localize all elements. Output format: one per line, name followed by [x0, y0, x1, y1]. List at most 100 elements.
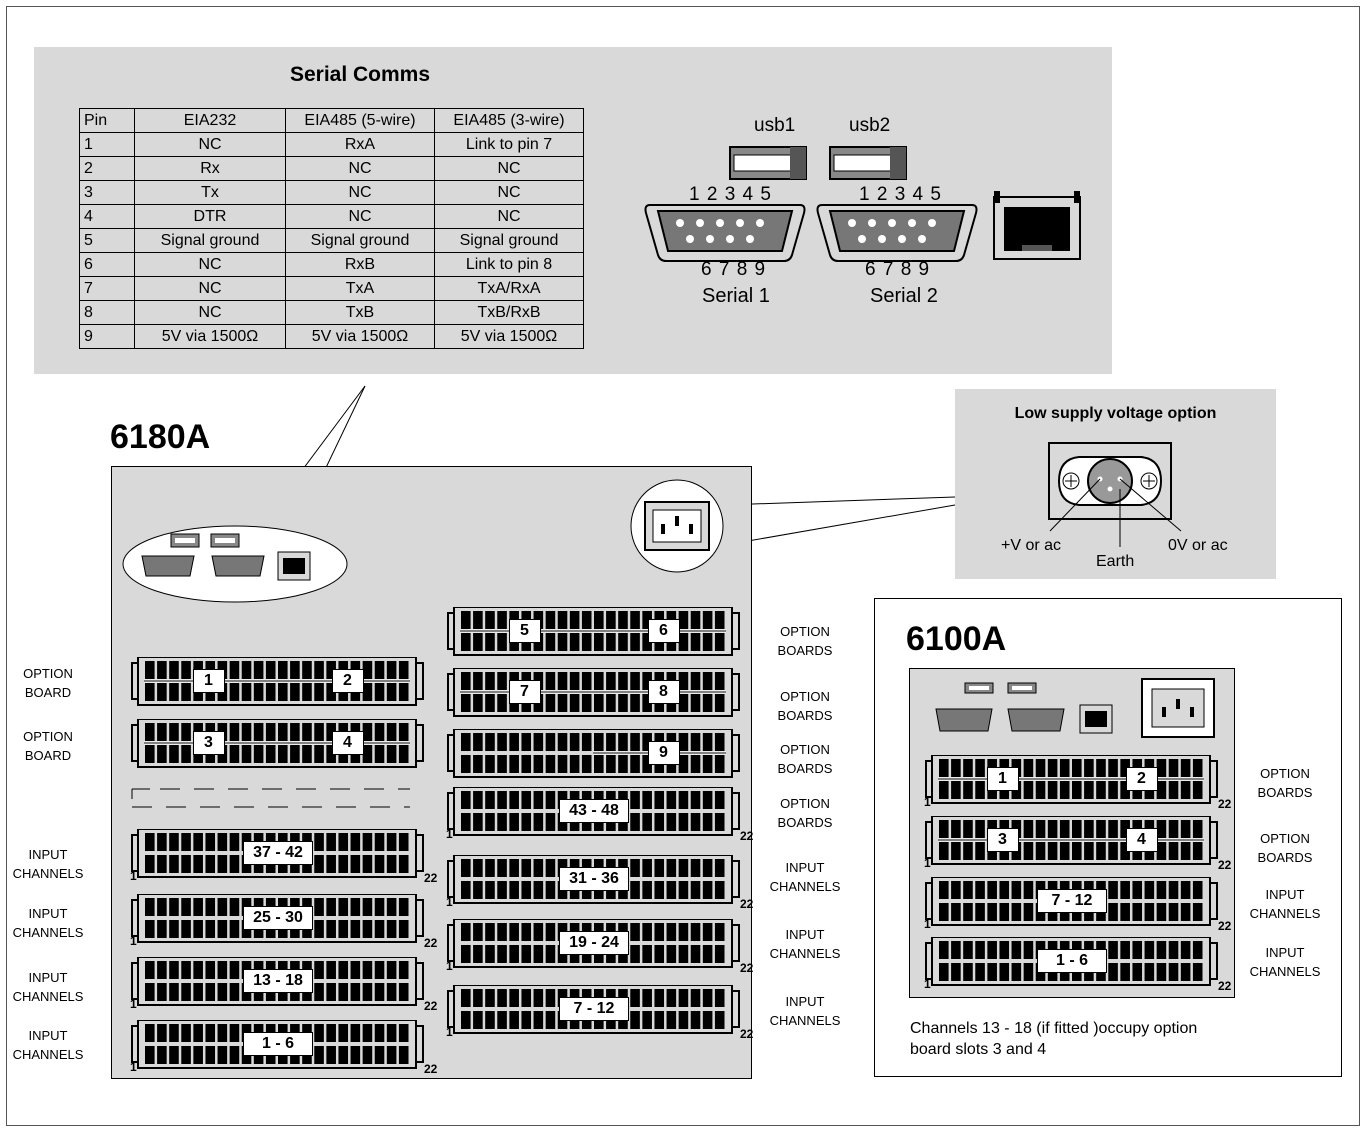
connector-pin: [939, 820, 949, 838]
connector-pin: [678, 791, 689, 809]
connector-pin: [386, 661, 397, 679]
connector-pin: [1120, 781, 1130, 799]
connector-pin: [1168, 963, 1179, 981]
connector-pin: [509, 945, 519, 963]
connector-pin: [606, 672, 616, 690]
pin-table-cell: NC: [134, 132, 286, 157]
low-supply-title: Low supply voltage option: [1014, 405, 1217, 422]
connector-pin: [314, 833, 324, 851]
connector-pin: [557, 694, 568, 712]
slot-type-label: INPUT CHANNELS: [769, 860, 841, 894]
first-pin-number: 1: [446, 1025, 453, 1039]
connector-pin: [975, 759, 985, 777]
connector-pin: [145, 833, 155, 851]
connector-bracket: [131, 724, 138, 762]
connector-pin: [374, 745, 385, 763]
connector-pin: [594, 633, 604, 651]
connector-pin: [181, 1024, 191, 1042]
connector-pin: [253, 661, 264, 679]
connector-pin: [1120, 881, 1130, 899]
connector-pin: [326, 661, 336, 679]
slot-number-label: 4: [1125, 828, 1158, 852]
connector-pin: [229, 833, 240, 851]
connector-pin: [521, 989, 532, 1007]
connector-pin: [485, 989, 495, 1007]
last-pin-number: 22: [424, 999, 438, 1013]
pin-table-cell: NC: [134, 252, 286, 277]
connector-pin: [374, 1046, 385, 1064]
connector-pin: [939, 759, 949, 777]
connector-pin: [714, 945, 725, 963]
connector-pin: [642, 672, 652, 690]
connector-pin: [702, 694, 713, 712]
connector-pin: [690, 859, 701, 877]
connector-pin: [290, 745, 300, 763]
connector-pin: [205, 961, 216, 979]
slot-number-label: 8: [647, 680, 680, 704]
connector-pin: [290, 723, 300, 741]
connector-pin: [473, 633, 483, 651]
first-pin-number: 1: [130, 1060, 137, 1074]
connector-pin: [265, 745, 276, 763]
connector-pin: [497, 694, 507, 712]
connector-pin: [1180, 941, 1191, 959]
connector-bracket: [447, 734, 454, 772]
connector-pin: [666, 923, 677, 941]
connector-pin: [157, 1046, 167, 1064]
connector-pin: [533, 989, 544, 1007]
connector-pin: [473, 945, 483, 963]
pin-table-header-cell: Pin: [79, 108, 135, 133]
connector-pin: [714, 791, 725, 809]
pin-table-cell: Link to pin 8: [434, 252, 584, 277]
connector-pin: [714, 672, 725, 690]
connector-pin: [485, 813, 495, 831]
connector-pin: [630, 694, 640, 712]
connector-pin: [702, 881, 713, 899]
channel-range-label: 7 - 12: [559, 997, 629, 1021]
first-pin-number: 1: [446, 895, 453, 909]
connector-pin: [1011, 903, 1022, 921]
connector-pin: [521, 755, 532, 773]
connector-pin: [714, 733, 725, 751]
connector-pin: [302, 661, 312, 679]
connector-body: [131, 656, 424, 706]
connector-bracket: [131, 834, 138, 872]
connector-pin: [157, 661, 167, 679]
connector-pin: [521, 859, 532, 877]
connector-pin: [1096, 781, 1106, 799]
connector-pin: [1132, 903, 1143, 921]
connector-pin: [714, 755, 725, 773]
low-supply-leader-lines: [1049, 478, 1182, 547]
connector-pin: [181, 961, 191, 979]
connector-pin: [205, 1046, 216, 1064]
connector-pin: [169, 723, 179, 741]
connector-pin: [193, 898, 203, 916]
connector-pin: [205, 833, 216, 851]
connector-pin: [557, 611, 568, 629]
connector-pin: [314, 745, 324, 763]
connector-pin: [157, 961, 167, 979]
connector-pin: [1132, 963, 1143, 981]
slot-type-label: OPTION BOARD: [23, 729, 73, 763]
slot-type-label: OPTION BOARDS: [777, 689, 833, 723]
model-6180a-title: 6180A: [110, 418, 211, 456]
connector-pin: [702, 923, 713, 941]
connector-pin: [1047, 759, 1058, 777]
connector-pin: [1035, 820, 1046, 838]
connector-pin: [461, 1011, 471, 1029]
connector-pin: [557, 733, 568, 751]
connector-pin: [1108, 963, 1118, 981]
connector-pin: [157, 833, 167, 851]
connector-pin: [350, 920, 361, 938]
connector-pin: [678, 755, 689, 773]
connector-pin: [193, 1046, 203, 1064]
connector-pin: [963, 820, 973, 838]
connector-pin: [1180, 781, 1191, 799]
connector-pin: [181, 855, 191, 873]
connector-pin: [461, 813, 471, 831]
connector-pin: [654, 859, 665, 877]
connector-pin: [630, 1011, 640, 1029]
